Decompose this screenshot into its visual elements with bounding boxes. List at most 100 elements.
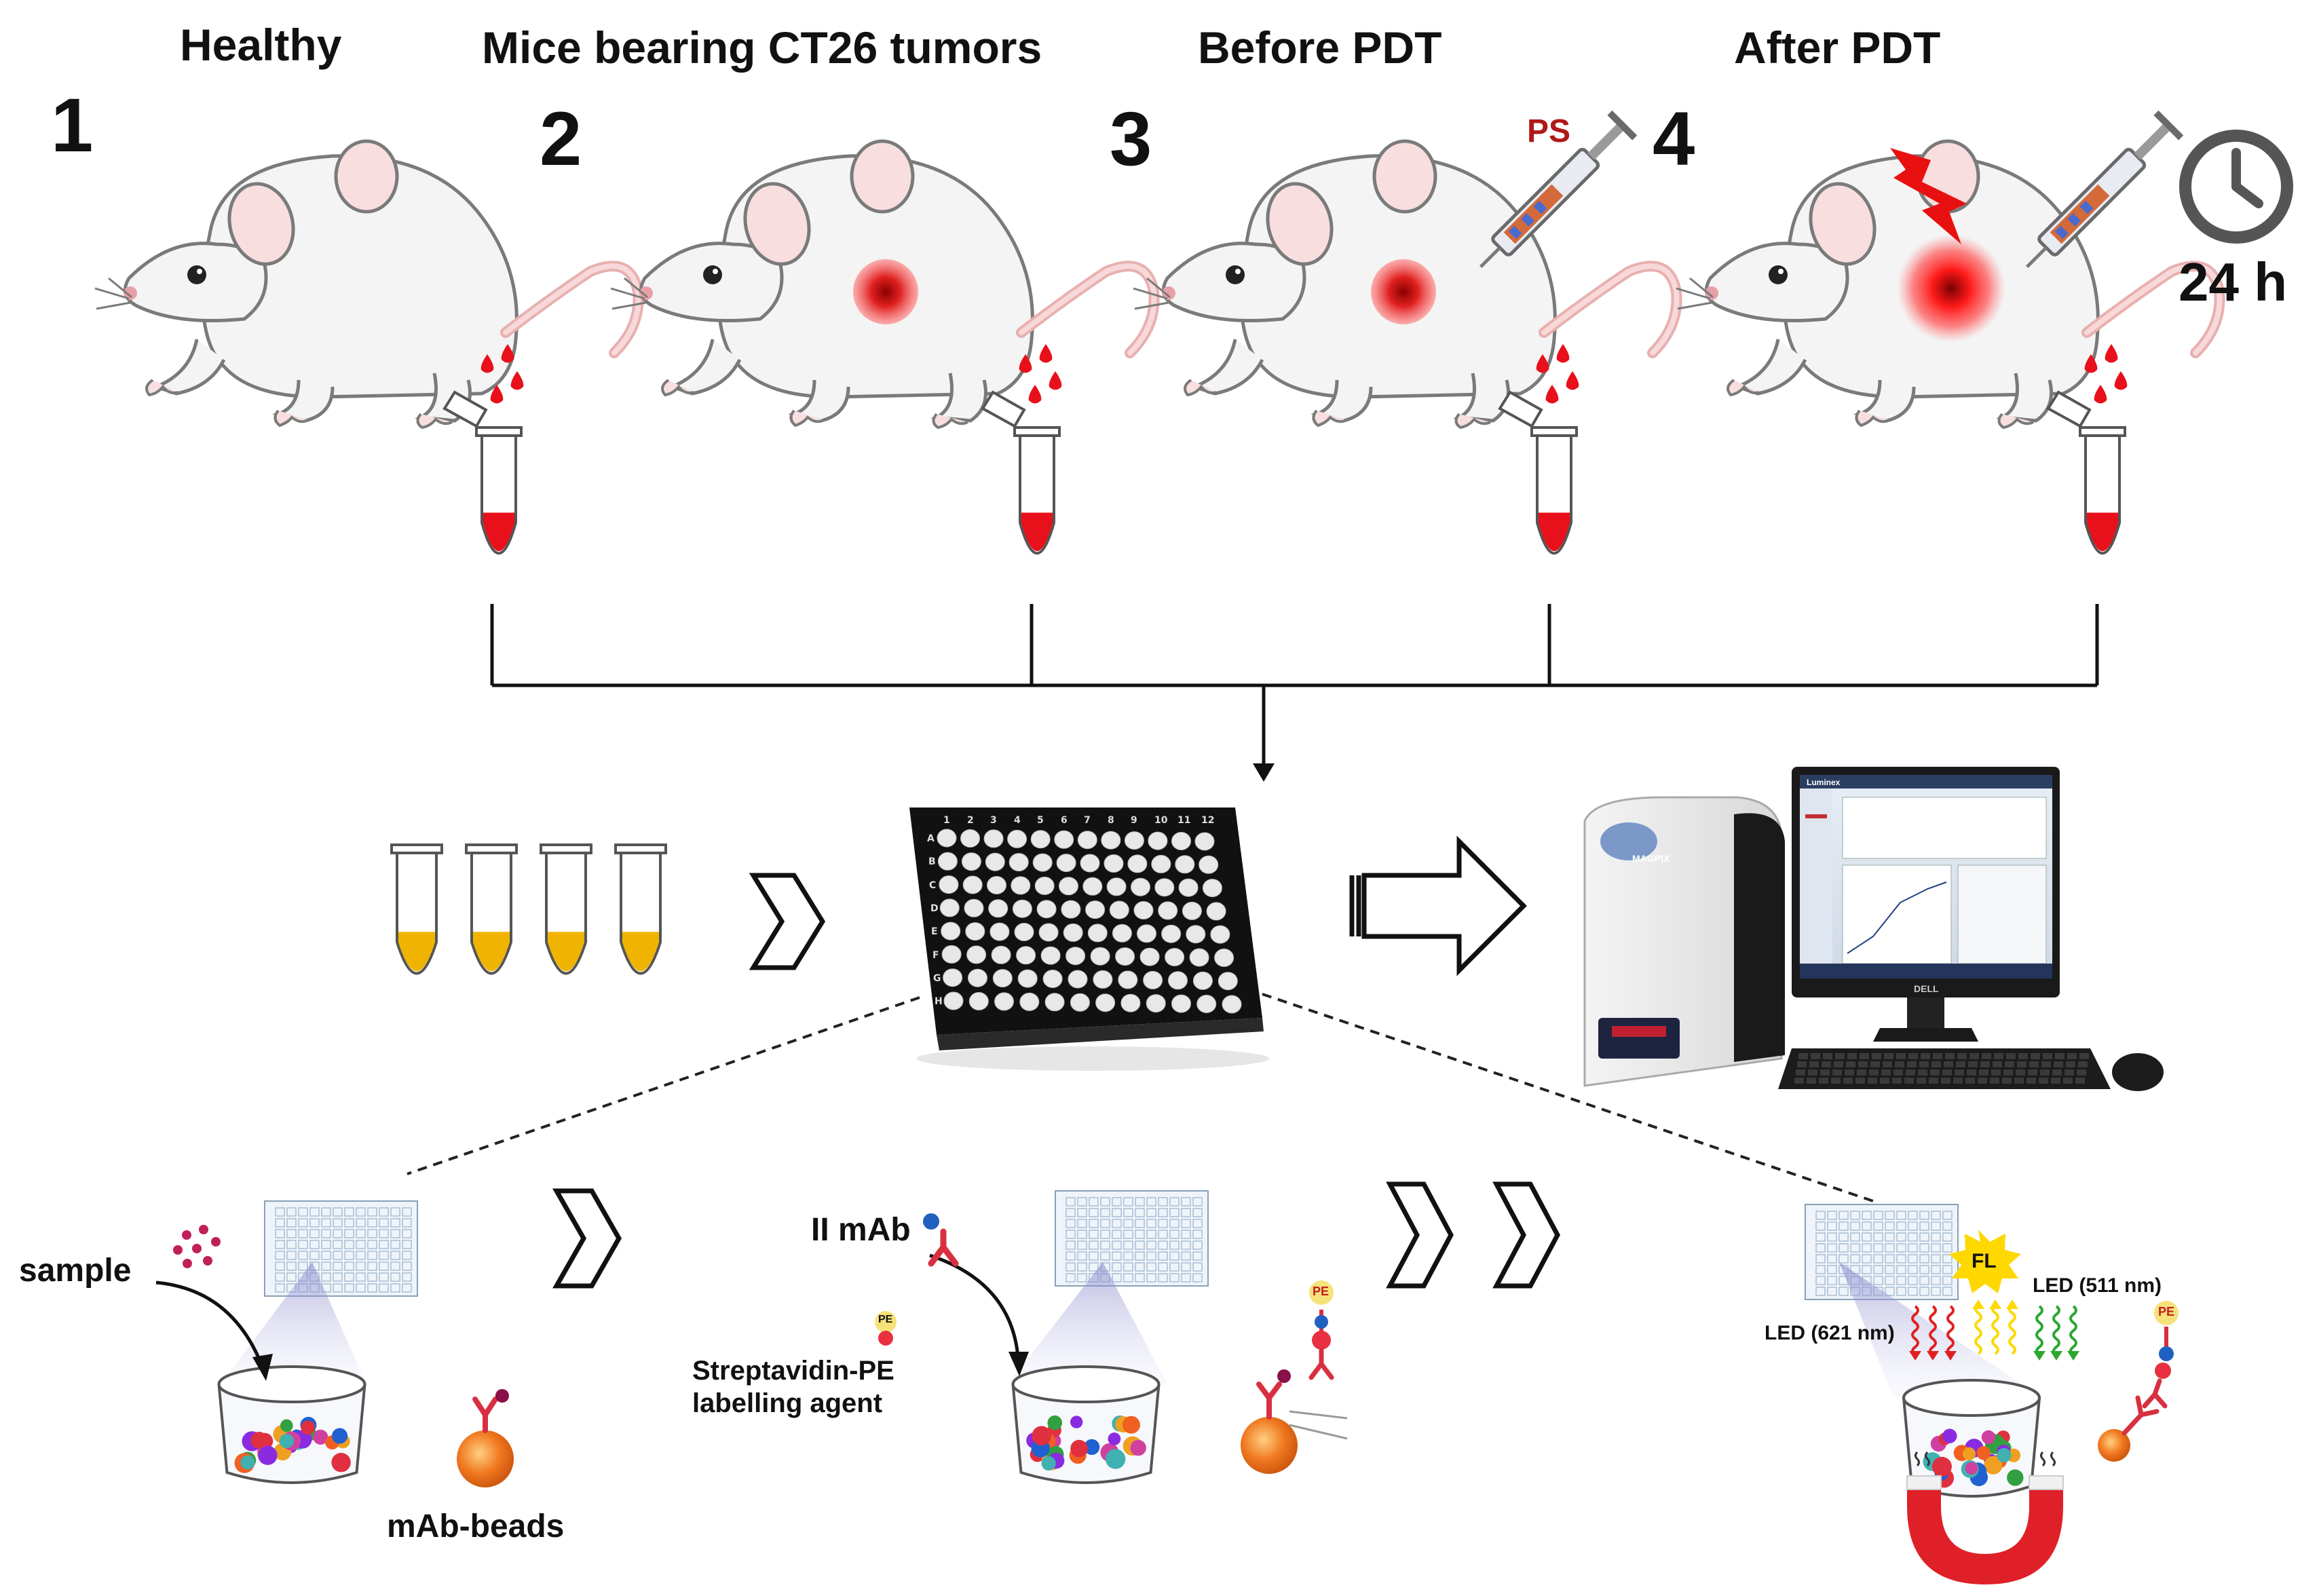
plate-col-label: 4	[1014, 815, 1021, 826]
plate-col-label: 2	[967, 815, 974, 826]
analyzer-icon: MAGPIX	[1583, 796, 1785, 1087]
panel-title-3: Before PDT	[1198, 22, 1442, 73]
curved-arrow-icon	[929, 1253, 1020, 1358]
chevron-icon	[749, 873, 826, 970]
chevron-icon	[552, 1188, 622, 1289]
mab-beads-label: mAb-beads	[387, 1508, 565, 1544]
mouse-icon	[94, 139, 644, 430]
plate-col-label: 7	[1084, 815, 1091, 826]
plate-col-label: 6	[1061, 815, 1068, 826]
curved-arrow-icon	[155, 1280, 263, 1365]
beaker-icon	[217, 1365, 366, 1484]
streptavidin-label-2: labelling agent	[692, 1388, 883, 1418]
blood-drops-icon	[2084, 344, 2128, 404]
tube-icon	[1498, 390, 1578, 555]
bead-icon	[2098, 1395, 2160, 1462]
software-title: Luminex	[1807, 778, 1841, 787]
magnet-icon	[1907, 1476, 2063, 1584]
led-red-label: LED (621 nm)	[1765, 1322, 1895, 1344]
tube-icon	[465, 843, 518, 975]
magnetic-field-icon	[1915, 1451, 2056, 1467]
connector-lines	[490, 604, 2099, 767]
timer-label: 24 h	[2179, 252, 2288, 312]
beaker-icon	[1902, 1379, 2041, 1498]
pe-label-1: PE	[878, 1314, 893, 1325]
mouse-icon	[610, 139, 1160, 430]
led-light-icon	[2006, 1299, 2018, 1355]
plate-row-label: B	[928, 856, 936, 867]
fl-label: FL	[1972, 1250, 1997, 1272]
pe-badge-icon	[875, 1280, 2179, 1346]
tumor-icon	[1371, 259, 1436, 324]
tube-icon	[540, 843, 592, 975]
pe-label-3: PE	[2158, 1305, 2175, 1318]
computer-icon: Luminex DELL	[1778, 767, 2164, 1091]
plate-row-label: E	[931, 926, 938, 937]
tube-icon	[614, 843, 667, 975]
antibody-icon	[2142, 1327, 2174, 1409]
panel-title-1: Healthy	[180, 20, 342, 70]
plate-col-label: 10	[1154, 815, 1168, 826]
panel-number-4: 4	[1653, 96, 1695, 181]
syringe-label: PS	[1527, 113, 1571, 149]
zoom-lines	[407, 993, 1874, 1202]
led-light-icon	[1944, 1305, 1957, 1361]
led-light-icon	[1909, 1305, 1921, 1361]
syringe-icon	[1479, 110, 1638, 269]
tube-icon	[390, 843, 443, 975]
panel-number-1: 1	[51, 83, 94, 168]
chevron-icon	[1386, 1181, 1454, 1289]
plate-row-label: A	[927, 833, 935, 844]
instrument-brand: MAGPIX	[1632, 853, 1670, 864]
lightning-icon	[1890, 148, 1967, 244]
led-light-icon	[2067, 1305, 2079, 1361]
plate-row-label: G	[933, 973, 941, 984]
second-mab-label: II mAb	[811, 1212, 911, 1248]
plate-col-label: 9	[1131, 815, 1137, 826]
panel-title-2: Mice bearing CT26 tumors	[482, 22, 1042, 73]
pe-label-2: PE	[1313, 1285, 1330, 1298]
arrow-icon	[1349, 835, 1527, 976]
mini-plate-icon	[1805, 1204, 1959, 1300]
beaker-icon	[1011, 1365, 1161, 1484]
monitor-brand: DELL	[1914, 983, 1939, 994]
plate-row-label: H	[935, 996, 943, 1007]
panel-number-3: 3	[1110, 96, 1152, 181]
mini-plate-icon	[264, 1200, 418, 1297]
tube-icon	[2046, 390, 2126, 555]
plate-col-label: 11	[1177, 815, 1190, 826]
blood-drops-icon	[1536, 344, 1579, 404]
tumor-glow-icon	[1897, 234, 2005, 343]
plate-row-label: D	[930, 903, 939, 914]
plate-col-label: 12	[1201, 815, 1214, 826]
antibody-icon	[923, 1213, 959, 1267]
clock-icon	[2179, 130, 2293, 244]
plate-col-label: 8	[1108, 815, 1114, 826]
fl-star-icon	[1949, 1230, 2021, 1293]
tumor-icon	[853, 259, 918, 324]
arrow-down-icon	[1253, 763, 1275, 782]
sample-dots	[173, 1225, 221, 1268]
tube-icon	[981, 390, 1061, 555]
plate-shadow	[916, 1046, 1269, 1071]
bead-icon	[1241, 1369, 1348, 1474]
led-light-icon	[2050, 1305, 2062, 1361]
plate-col-label: 3	[990, 815, 997, 826]
panel-number-2: 2	[540, 96, 582, 181]
tube-icon	[442, 390, 523, 555]
plate-col-label: 5	[1037, 815, 1044, 826]
mini-plate-icon	[1055, 1190, 1209, 1287]
mouse-device-icon	[2112, 1053, 2164, 1091]
chevron-icon	[1492, 1181, 1560, 1289]
bead-icon	[457, 1389, 514, 1487]
led-light-icon	[1989, 1299, 2001, 1355]
blood-drops-icon	[1019, 344, 1062, 404]
streptavidin-label-1: Streptavidin-PE	[692, 1356, 894, 1386]
plate-row-label: F	[932, 950, 939, 961]
sample-label: sample	[19, 1253, 132, 1289]
blood-drops-icon	[480, 344, 524, 404]
plate-row-label: C	[929, 880, 936, 891]
led-green-label: LED (511 nm)	[2033, 1274, 2162, 1297]
led-light-icon	[1972, 1299, 1984, 1355]
